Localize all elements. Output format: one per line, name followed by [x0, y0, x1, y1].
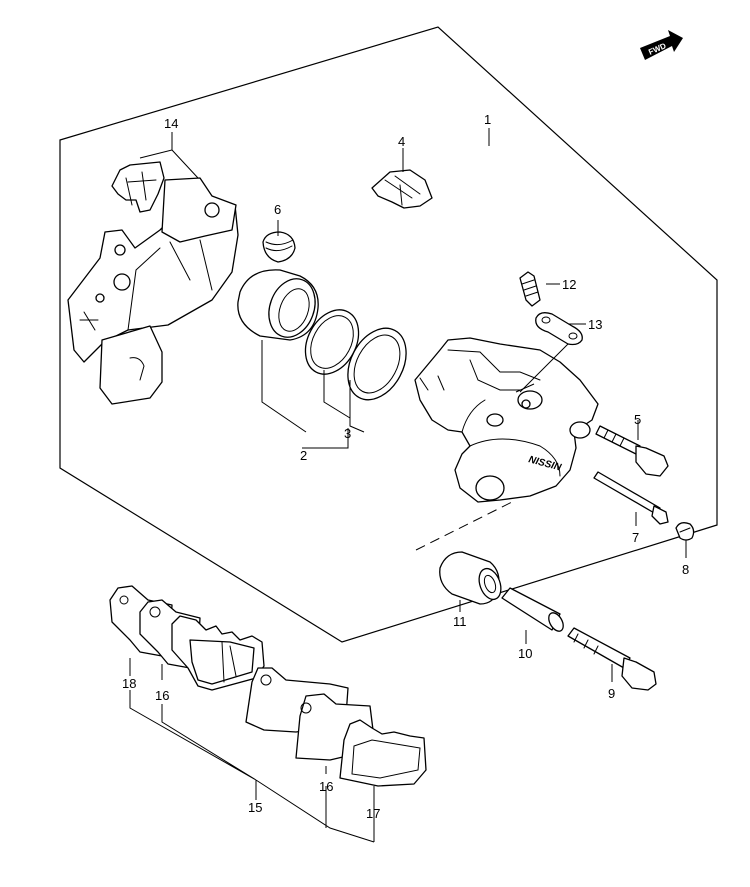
callout-7: 7 [632, 530, 639, 545]
callout-labels: 1 2 3 4 5 6 7 8 9 10 11 12 13 14 15 16 1… [122, 112, 689, 821]
part-bleeder-cap [535, 312, 583, 346]
part-brake-pad-a [171, 615, 265, 691]
callout-9: 9 [608, 686, 615, 701]
part-pin-boot [675, 522, 695, 541]
callout-2: 2 [300, 448, 307, 463]
callout-13: 13 [588, 317, 602, 332]
callout-4: 4 [398, 134, 405, 149]
part-brake-pad-b [339, 719, 427, 787]
callout-1: 1 [484, 112, 491, 127]
part-seal-outer [347, 327, 407, 401]
assembly-frame [59, 26, 718, 643]
part-sleeve-boot [439, 551, 502, 605]
part-boot [262, 231, 296, 263]
callout-17: 17 [366, 806, 380, 821]
part-piston [237, 269, 319, 341]
callout-15: 15 [248, 800, 262, 815]
part-pin [593, 471, 669, 525]
callout-10: 10 [518, 646, 532, 661]
part-pin-bolt-upper [595, 425, 669, 477]
callout-6: 6 [274, 202, 281, 217]
callout-5: 5 [634, 412, 641, 427]
part-sleeve [501, 587, 564, 632]
part-bleeder-valve [519, 271, 541, 307]
fwd-badge: FWD [640, 30, 683, 60]
callout-12: 12 [562, 277, 576, 292]
part-pad-spring [371, 169, 433, 209]
callout-3: 3 [344, 426, 351, 441]
part-caliper-body: NISSIN [414, 337, 599, 503]
part-caliper-bracket [67, 177, 239, 405]
fwd-badge-text: FWD [647, 41, 668, 57]
part-bracket-clip [111, 161, 165, 213]
leader-lines [129, 128, 687, 843]
callout-8: 8 [682, 562, 689, 577]
fwd-arrow-icon [640, 30, 683, 60]
callout-16a: 16 [155, 688, 169, 703]
callout-16b: 16 [319, 779, 333, 794]
callout-11: 11 [453, 614, 467, 629]
callout-18: 18 [122, 676, 136, 691]
callout-14: 14 [164, 116, 178, 131]
part-pin-bolt-lower [567, 627, 657, 691]
